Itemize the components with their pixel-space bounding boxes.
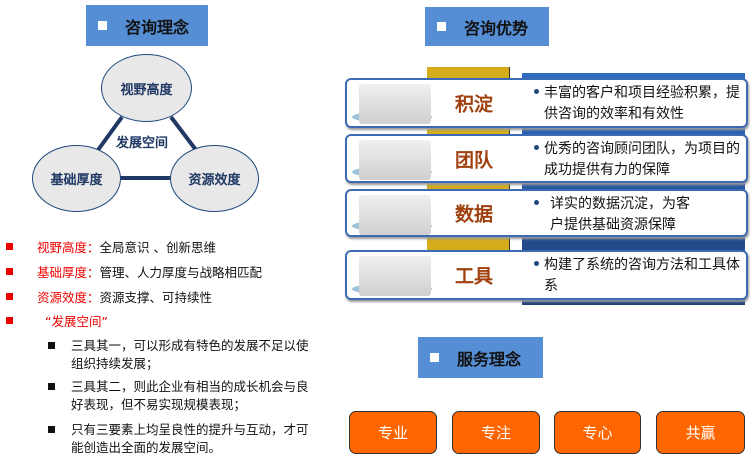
triangle-connectors [96, 115, 198, 180]
red-square-icon [6, 268, 13, 275]
bullet-item: “发展空间” [6, 311, 316, 330]
team-image-icon [359, 140, 431, 180]
header-advantages: 咨询优势 [425, 7, 549, 46]
service-button-focus[interactable]: 专注 [452, 411, 540, 454]
advantage-keyword: 团队 [455, 149, 494, 171]
bullet-item: 视野高度：全局意识 、创新思维 [6, 237, 316, 256]
bullet-text: 全局意识 、创新思维 [99, 240, 216, 255]
service-button-professional[interactable]: 专业 [349, 411, 437, 454]
bullet-item: 资源效度：资源支撑、可持续性 [6, 287, 316, 306]
circle-label: 视野高度 [120, 82, 173, 98]
service-button-dedication[interactable]: 专心 [554, 411, 641, 454]
circle-label: 资源效度 [188, 173, 241, 188]
bullet-label: 视野高度： [37, 240, 100, 255]
bullet-text: 管理、人力厚度与战略相匹配 [99, 265, 263, 280]
service-button-win-win[interactable]: 共赢 [656, 411, 745, 454]
advantage-keyword: 积淀 [455, 93, 494, 116]
sub-bullet-text: 三具其二，则此企业有相当的成长机会与良好表现，但不易实现规模表现； [71, 379, 309, 412]
circle-vision: 视野高度 [101, 54, 192, 122]
bullet-dot-icon [534, 89, 539, 94]
red-square-icon [6, 317, 13, 324]
advantage-desc: 详实的数据沉淀，为客户提供基础资源保障 [550, 196, 690, 233]
sub-bullet-text: 三具其一，可以形成有特色的发展不足以使组织持续发展； [71, 338, 309, 371]
sub-bullet-text: 只有三要素上均呈良性的提升与互动，才可能创造出全面的发展空间。 [71, 422, 309, 455]
advantage-desc: 丰富的客户和项目经验积累，提供咨询的效率和有效性 [544, 85, 740, 122]
advantage-row: 团队 优秀的咨询顾问团队，为项目的成功提供有力的保障 [345, 134, 748, 183]
data-chart-image-icon [359, 195, 431, 235]
sub-bullet-item: 三具其一，可以形成有特色的发展不足以使组织持续发展； [48, 337, 318, 373]
bullet-item: 基础厚度：管理、人力厚度与战略相匹配 [6, 262, 316, 281]
square-bullet-icon [98, 21, 107, 30]
advantage-desc: 优秀的咨询顾问团队，为项目的成功提供有力的保障 [544, 141, 740, 178]
circle-label: 基础厚度 [50, 173, 103, 188]
advantage-keyword: 数据 [455, 203, 494, 226]
bullet-dot-icon [534, 145, 539, 150]
black-square-icon [48, 383, 55, 390]
circle-resource: 资源效度 [170, 145, 259, 212]
header-philosophy: 咨询理念 [86, 5, 208, 46]
header-service: 服务理念 [418, 337, 543, 378]
bullet-dot-icon [534, 200, 539, 205]
runner-image-icon [359, 84, 431, 124]
advantage-desc: 构建了系统的咨询方法和工具体系 [544, 257, 740, 294]
sub-bullet-item: 只有三要素上均呈良性的提升与互动，才可能创造出全面的发展空间。 [48, 421, 318, 457]
red-square-icon [6, 293, 13, 300]
circle-foundation: 基础厚度 [32, 145, 121, 212]
tools-image-icon [359, 256, 431, 296]
advantage-row: 数据 详实的数据沉淀，为客户提供基础资源保障 [345, 189, 748, 237]
bullet-label: 基础厚度： [37, 265, 100, 280]
square-bullet-icon [430, 353, 439, 362]
advantage-keyword: 工具 [455, 265, 494, 288]
advantage-row: 工具 构建了系统的咨询方法和工具体系 [345, 250, 748, 300]
bullet-dot-icon [534, 261, 539, 266]
header-title: 咨询理念 [125, 17, 190, 37]
header-title: 服务理念 [457, 349, 522, 369]
advantage-row: 积淀 丰富的客户和项目经验积累，提供咨询的效率和有效性 [345, 78, 748, 128]
bullet-label: 资源效度： [37, 290, 100, 305]
black-square-icon [48, 426, 55, 433]
center-label: 发展空间 [116, 136, 169, 151]
header-title: 咨询优势 [464, 18, 529, 38]
square-bullet-icon [437, 22, 446, 31]
red-square-icon [6, 243, 13, 250]
sub-bullet-item: 三具其二，则此企业有相当的成长机会与良好表现，但不易实现规模表现； [48, 378, 318, 414]
black-square-icon [48, 342, 55, 349]
bullet-text: 资源支撑、可持续性 [99, 290, 213, 305]
bullet-label: “发展空间” [45, 314, 108, 329]
